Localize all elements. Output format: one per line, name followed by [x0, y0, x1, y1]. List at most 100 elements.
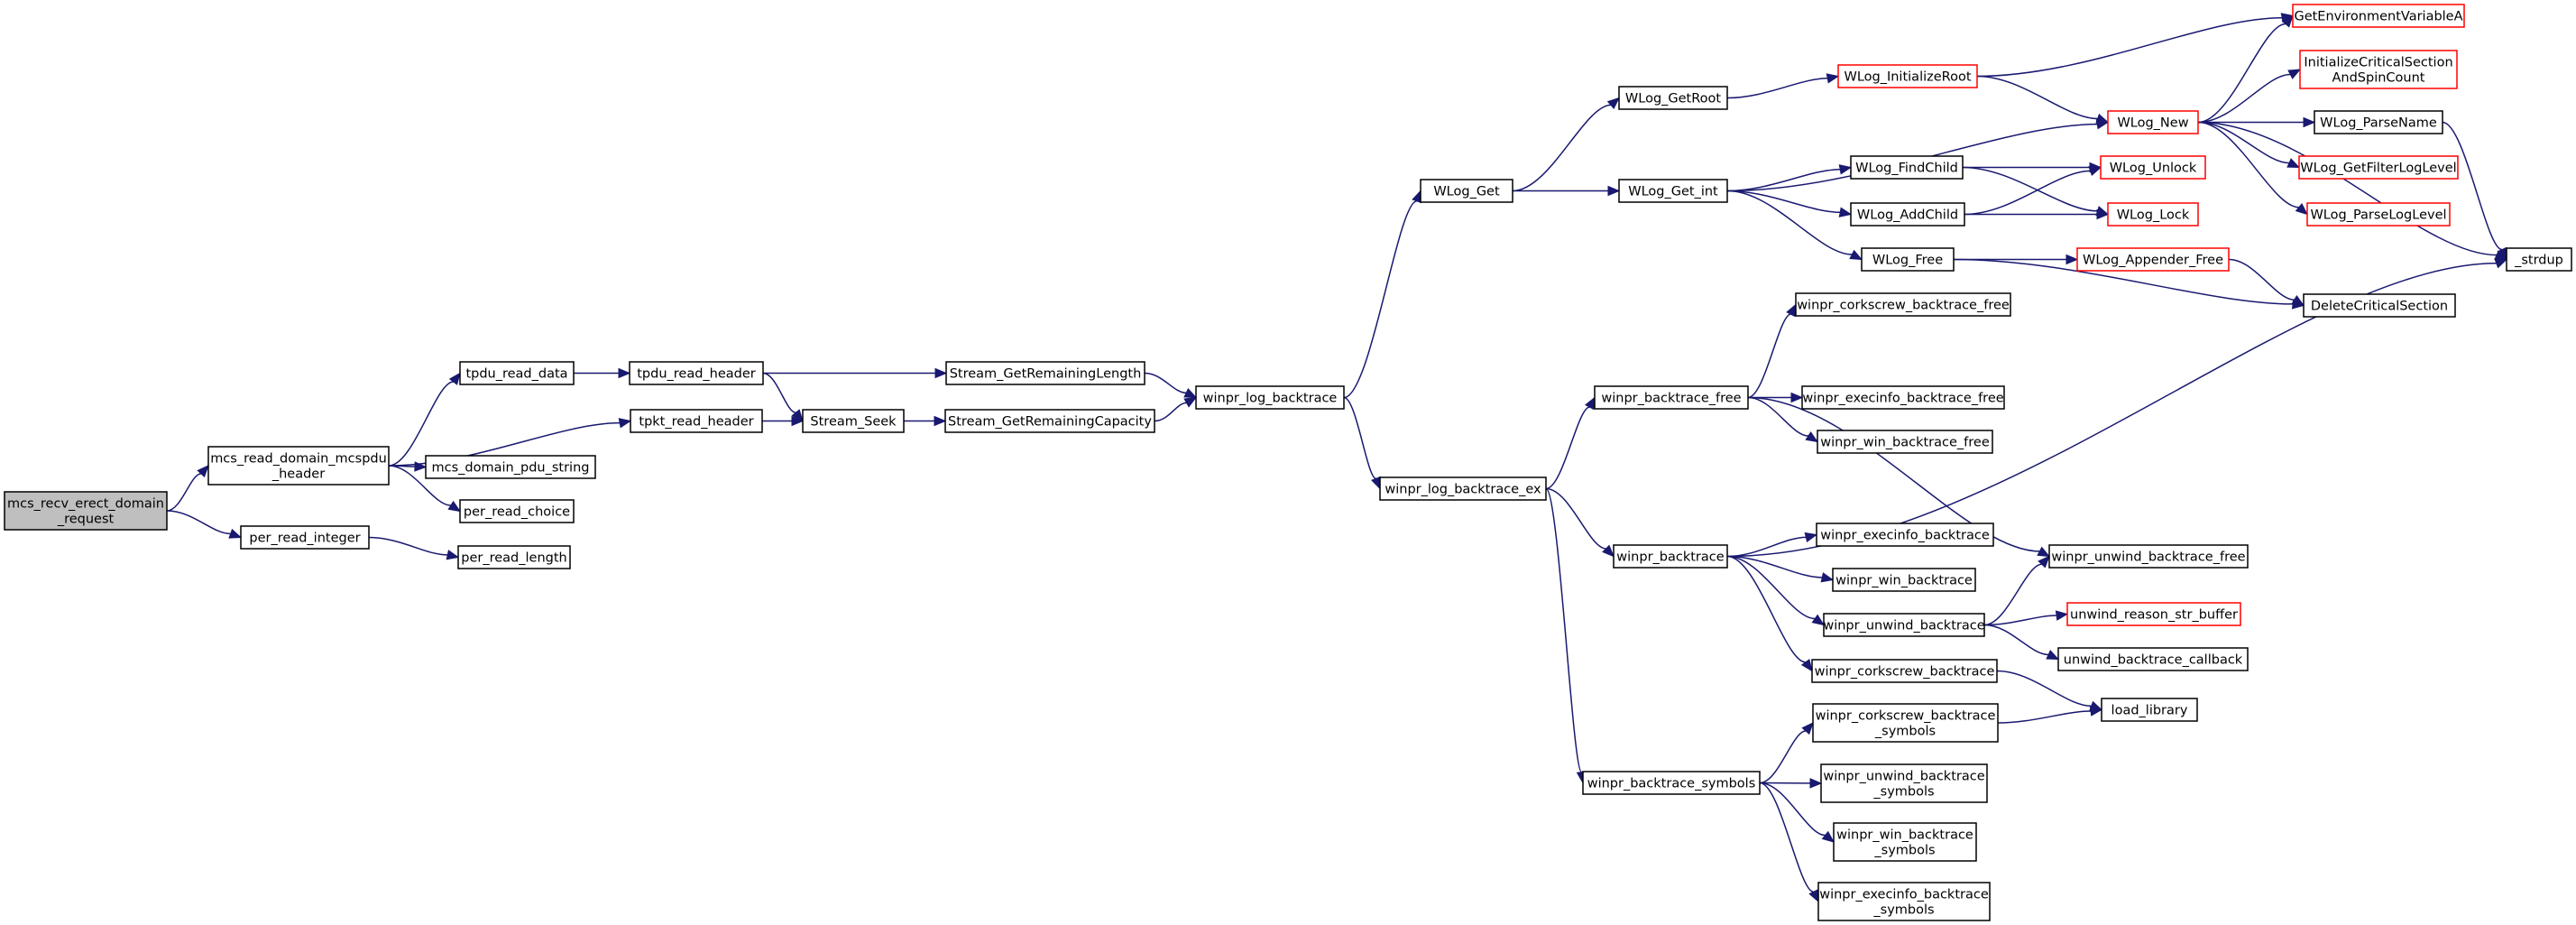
graph-node-stream-seek[interactable]: Stream_Seek — [802, 409, 905, 433]
node-label: WLog_AddChild — [1857, 208, 1958, 223]
node-box — [2506, 247, 2572, 272]
edge-arrowhead — [2291, 295, 2305, 307]
graph-node-per-read-integer[interactable]: per_read_integer — [240, 525, 370, 550]
graph-node-mcs-read-domain-mcspdu-header[interactable]: mcs_read_domain_mcspdu_header — [207, 446, 390, 486]
graph-node-winpr-unwind-backtrace-free[interactable]: winpr_unwind_backtrace_free — [2048, 544, 2249, 569]
graph-node-wlog-appender-free[interactable]: WLog_Appender_Free — [2076, 247, 2230, 272]
graph-node-wlog-free[interactable]: WLog_Free — [1861, 247, 1955, 272]
graph-node-mcs-domain-pdu-string[interactable]: mcs_domain_pdu_string — [425, 455, 596, 479]
graph-node-winpr-log-backtrace[interactable]: winpr_log_backtrace — [1195, 385, 1345, 410]
edge-line — [1512, 104, 1612, 192]
graph-node-unwind-reason-str-buffer[interactable]: unwind_reason_str_buffer — [2066, 602, 2241, 626]
edge-line — [1759, 782, 1814, 893]
graph-node-wlog-parsename[interactable]: WLog_ParseName — [2314, 110, 2443, 134]
graph-node-wlog-addchild[interactable]: WLog_AddChild — [1850, 202, 1965, 227]
graph-node-mcs-recv-erect-domain-request[interactable]: mcs_recv_erect_domain_request — [4, 491, 168, 531]
edge-arrowhead — [934, 367, 948, 379]
graph-node-getenvironmentvariablea[interactable]: GetEnvironmentVariableA — [2292, 4, 2465, 28]
graph-node-winpr-corkscrew-backtrace[interactable]: winpr_corkscrew_backtrace — [1811, 659, 1998, 683]
edge-line — [1545, 487, 1606, 550]
edge-arrowhead — [2055, 610, 2069, 621]
edge-n13-n15 — [1512, 97, 1620, 192]
edge-line — [1343, 200, 1418, 399]
edge-arrowhead — [1826, 73, 1840, 84]
edge-n29-n41 — [1983, 624, 2060, 661]
node-box — [2306, 202, 2451, 227]
edge-line — [1747, 313, 1791, 399]
node-label: _symbols — [1872, 903, 1934, 918]
edge-n12-n14 — [1343, 396, 1381, 490]
graph-node-wlog-getfilterloglevel[interactable]: WLog_GetFilterLogLevel — [2298, 155, 2459, 180]
node-label: AndSpinCount — [2332, 71, 2424, 86]
graph-node-winpr-execinfo-backtrace-free[interactable]: winpr_execinfo_backtrace_free — [1801, 385, 2005, 410]
edge-line — [1154, 402, 1187, 422]
graph-node-winpr-unwind-backtrace-symbols[interactable]: winpr_unwind_backtrace_symbols — [1820, 763, 1988, 803]
edge-n16-n35 — [1726, 119, 2110, 192]
graph-node-wlog-get[interactable]: WLog_Get — [1420, 179, 1513, 203]
node-label: WLog_Lock — [2117, 208, 2190, 223]
edge-n17-n39 — [1747, 396, 2051, 558]
edge-arrowhead — [791, 409, 804, 422]
edge-n14-n17 — [1545, 396, 1596, 490]
graph-node-winpr-win-backtrace[interactable]: winpr_win_backtrace — [1832, 568, 1976, 592]
edge-line — [1953, 258, 2294, 305]
node-label: winpr_execinfo_backtrace — [1820, 529, 1990, 543]
edge-arrowhead — [2286, 158, 2301, 169]
graph-node-winpr-backtrace-symbols[interactable]: winpr_backtrace_symbols — [1582, 771, 1761, 795]
graph-node-load-library[interactable]: load_library — [2101, 698, 2198, 722]
edge-arrowhead — [1607, 185, 1621, 197]
graph-node-tpdu-read-data[interactable]: tpdu_read_data — [459, 361, 575, 385]
edge-n8-n9 — [762, 372, 804, 422]
edge-n4-n9 — [762, 415, 805, 427]
graph-node-wlog-initializeroot[interactable]: WLog_InitializeRoot — [1837, 64, 1978, 88]
node-label: _header — [271, 467, 325, 482]
edge-n31-n42 — [1997, 706, 2103, 724]
node-label: per_read_integer — [249, 532, 360, 546]
edge-arrowhead — [934, 415, 947, 427]
graph-node-unwind-backtrace-callback[interactable]: unwind_backtrace_callback — [2057, 647, 2249, 671]
graph-node-wlog-parseloglevel[interactable]: WLog_ParseLogLevel — [2306, 202, 2451, 227]
graph-node-stream-getremaininglength[interactable]: Stream_GetRemainingLength — [945, 361, 1145, 385]
node-label: unwind_backtrace_callback — [2064, 653, 2243, 668]
node-label: WLog_InitializeRoot — [1844, 70, 1971, 85]
edge-arrowhead — [1371, 476, 1381, 490]
graph-node-wlog-new[interactable]: WLog_New — [2107, 110, 2199, 134]
graph-node-tpdu-read-header[interactable]: tpdu_read_header — [629, 361, 764, 385]
graph-node-winpr-corkscrew-backtrace-free[interactable]: winpr_corkscrew_backtrace_free — [1795, 292, 2011, 317]
edge-line — [1343, 396, 1377, 480]
edge-line — [1996, 670, 2092, 708]
graph-node-tpkt-read-header[interactable]: tpkt_read_header — [630, 409, 763, 433]
graph-node-deletecriticalsection[interactable]: DeleteCriticalSection — [2303, 293, 2456, 318]
graph-node-winpr-log-backtrace-ex[interactable]: winpr_log_backtrace_ex — [1379, 476, 1547, 501]
graph-node-wlog-unlock[interactable]: WLog_Unlock — [2100, 155, 2206, 180]
edge-line — [1726, 555, 1807, 663]
graph-node-stream-getremainingcapacity[interactable]: Stream_GetRemainingCapacity — [944, 409, 1155, 433]
node-label: Stream_GetRemainingLength — [950, 367, 1142, 382]
node-label: WLog_New — [2117, 116, 2188, 131]
graph-node-winpr-backtrace-free[interactable]: winpr_backtrace_free — [1594, 385, 1749, 410]
graph-node-winpr-win-backtrace-free[interactable]: winpr_win_backtrace_free — [1817, 430, 1993, 454]
graph-node-per-read-length[interactable]: per_read_length — [457, 545, 571, 569]
edge-arrowhead — [1801, 722, 1814, 735]
graph-node-wlog-lock[interactable]: WLog_Lock — [2107, 202, 2199, 227]
graph-node-winpr-corkscrew-backtrace-symbols[interactable]: winpr_corkscrew_backtrace_symbols — [1812, 703, 1999, 743]
graph-node-wlog-get-int[interactable]: WLog_Get_int — [1618, 179, 1728, 203]
edge-arrowhead — [1811, 614, 1826, 626]
graph-node-wlog-getroot[interactable]: WLog_GetRoot — [1618, 86, 1728, 110]
graph-node-winpr-unwind-backtrace[interactable]: winpr_unwind_backtrace — [1823, 613, 1985, 637]
graph-node-per-read-choice[interactable]: per_read_choice — [459, 499, 575, 523]
graph-node-winpr-execinfo-backtrace-symbols[interactable]: winpr_execinfo_backtrace_symbols — [1817, 882, 1991, 921]
graph-node-wlog-findchild[interactable]: WLog_FindChild — [1850, 155, 1964, 180]
edge-n38-n49 — [2228, 258, 2305, 307]
node-label: Stream_GetRemainingCapacity — [948, 415, 1152, 430]
edge-arrowhead — [2295, 203, 2308, 216]
edge-line — [1726, 555, 1823, 578]
graph-node-strdup[interactable]: _strdup — [2506, 247, 2572, 272]
graph-node-winpr-backtrace[interactable]: winpr_backtrace — [1613, 544, 1728, 569]
graph-node-winpr-win-backtrace-symbols[interactable]: winpr_win_backtrace_symbols — [1833, 822, 1977, 862]
node-box — [1850, 155, 1964, 180]
node-box — [2100, 155, 2206, 180]
graph-node-winpr-execinfo-backtrace[interactable]: winpr_execinfo_backtrace — [1816, 523, 1994, 547]
node-box — [2292, 4, 2465, 28]
